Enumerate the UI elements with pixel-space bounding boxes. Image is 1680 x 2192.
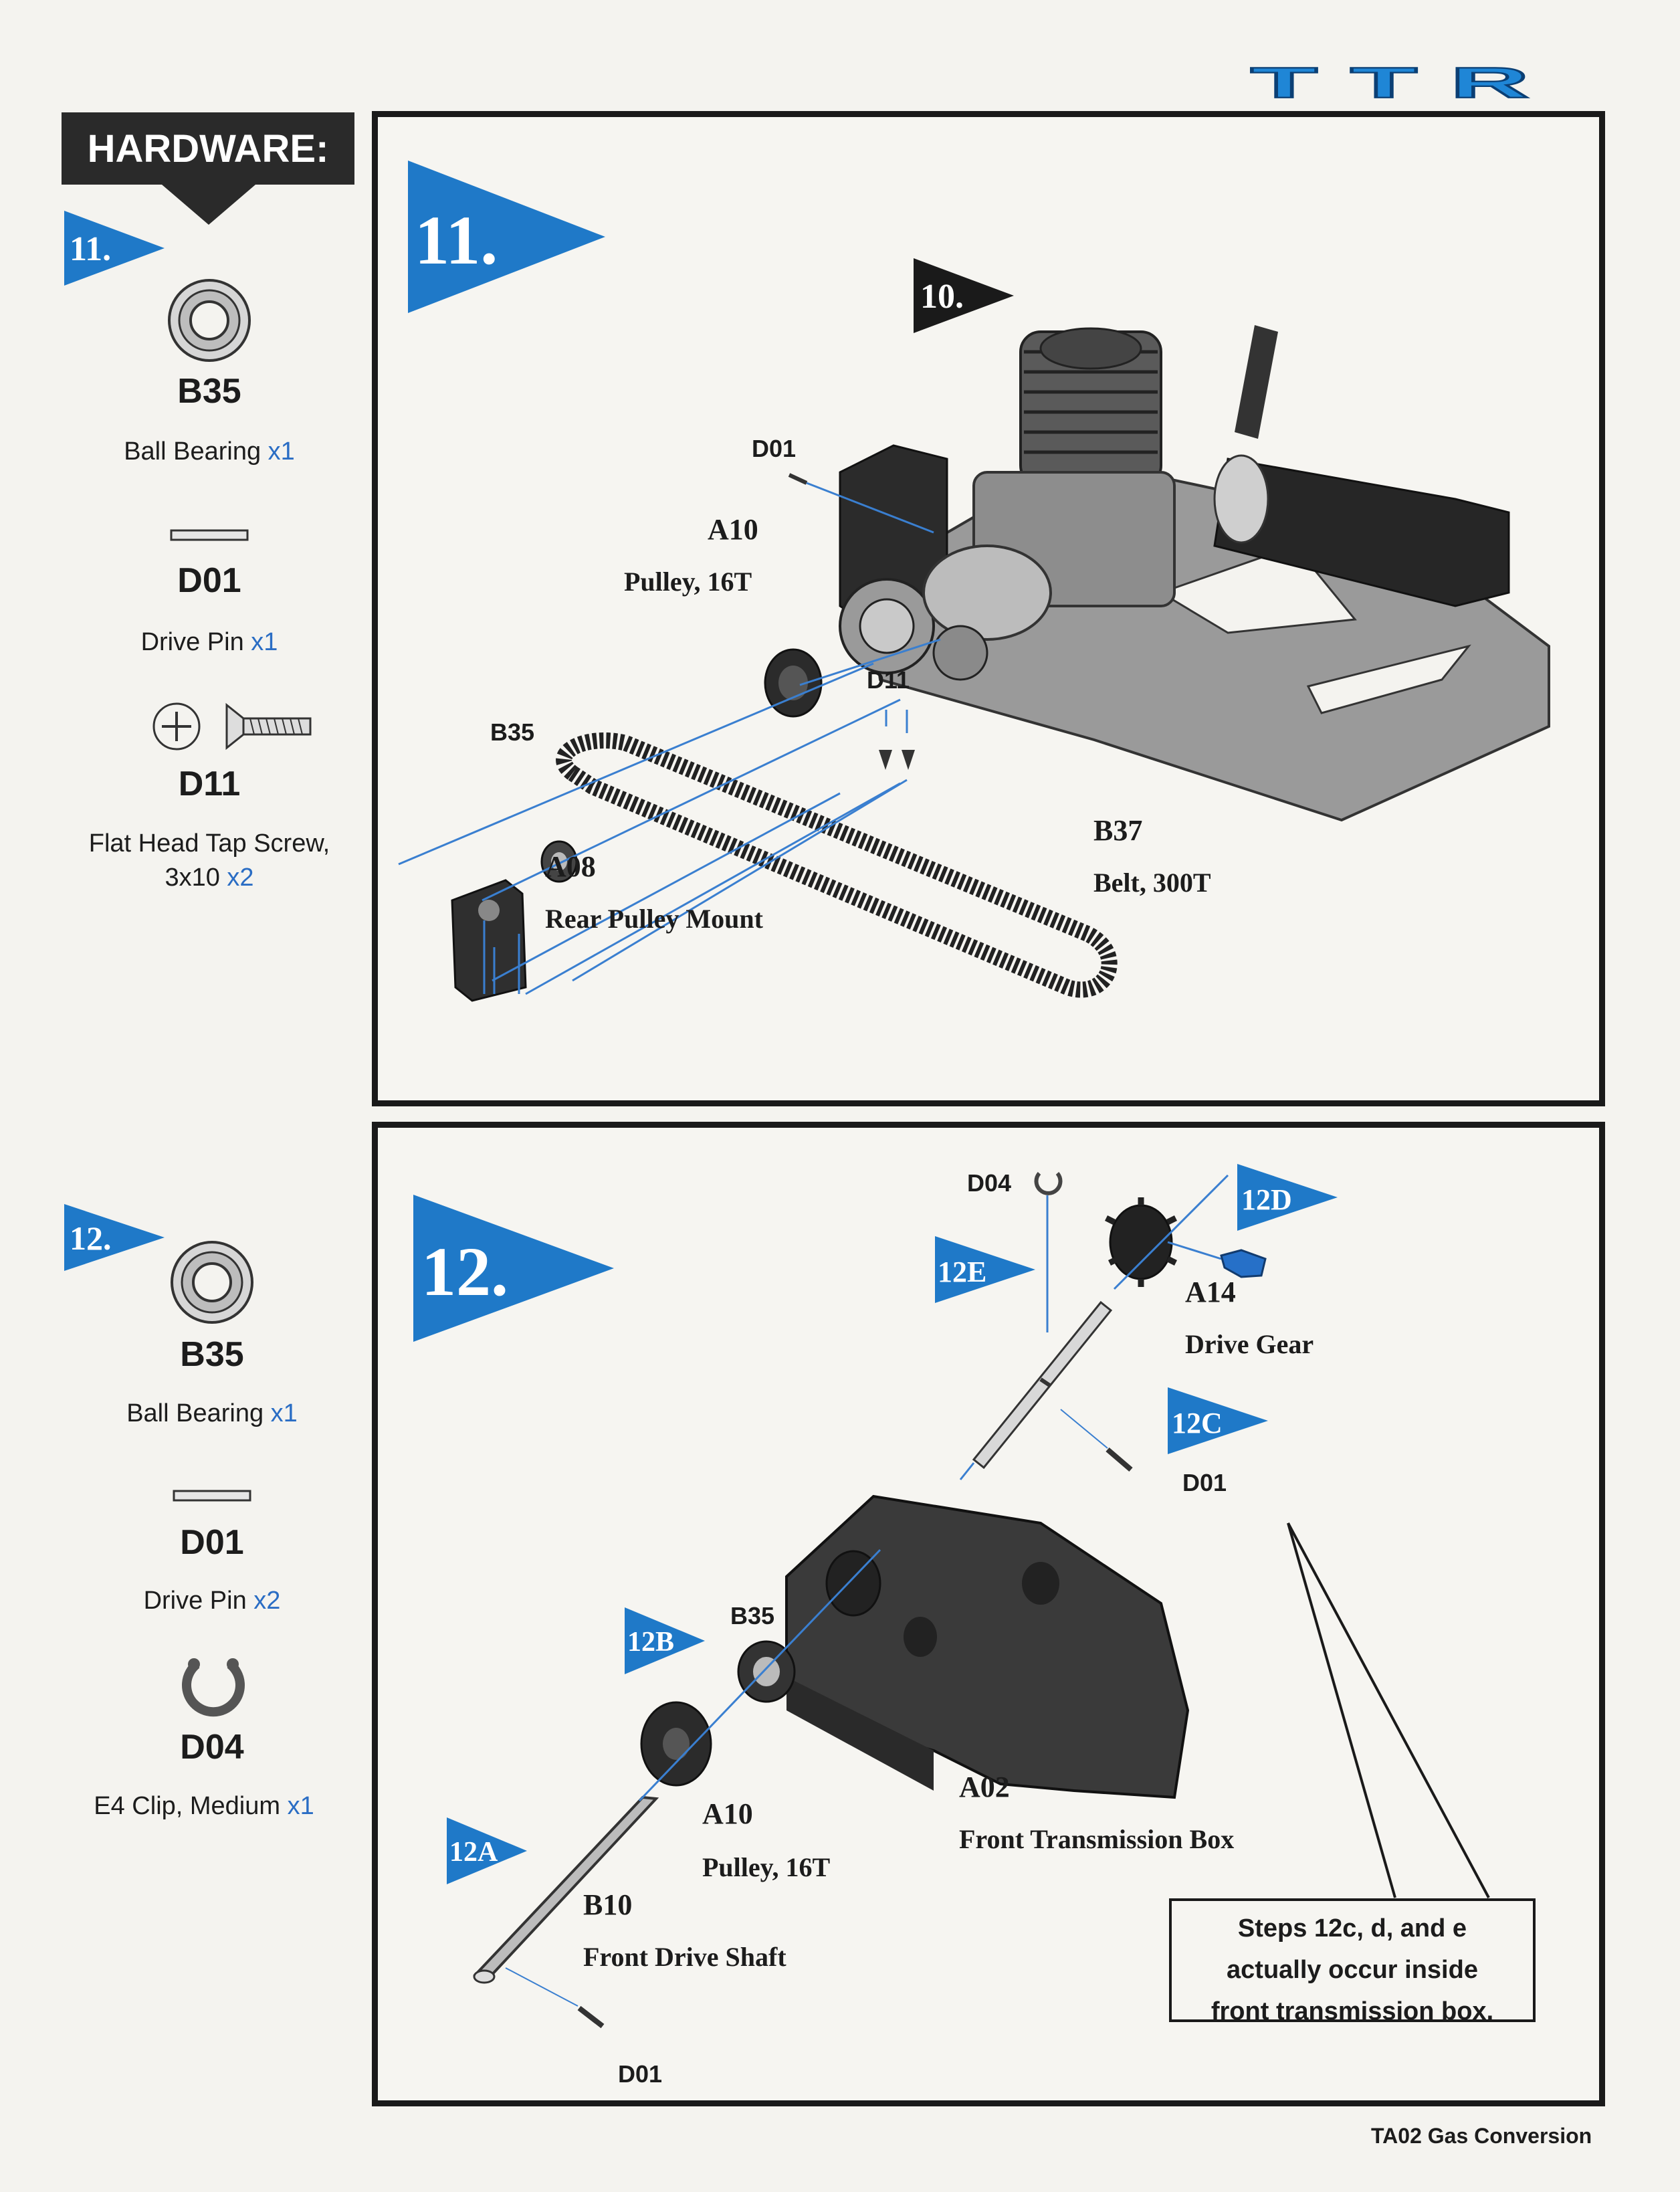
step-12a-flag: 12A [447,1817,527,1884]
step12-a14-code: A14 [1185,1276,1236,1308]
ball-bearing-icon [168,279,251,362]
sidebar-11-flag: 11. [64,211,165,286]
note-line-3: front transmission box. [1211,1997,1494,2025]
step11-a10-code: A10 [708,513,758,546]
step12-d01-bottom-label: D01 [618,2060,663,2088]
flat-head-screw-icon [152,702,312,751]
step11-a08-code: A08 [545,850,596,883]
step12-b35-label: B35 [730,1602,775,1629]
step-10-reference-flag: 10. [914,258,1014,333]
step11-a10-name: Pulley, 16T [624,567,752,597]
step-12b-flag: 12B [625,1607,705,1674]
step12-a10-code: A10 [702,1797,753,1830]
hw11-d01-name: Drive Pin x1 [140,628,278,656]
step12-b10-code: B10 [583,1888,633,1921]
step12-a02-name: Front Transmission Box [959,1824,1235,1854]
hw12-d04-code: D04 [180,1728,244,1767]
note-box: Steps 12c, d, and e actually occur insid… [1169,1898,1536,2025]
step-11-illustration [398,325,1550,1002]
hardware-chevron [162,185,255,225]
step11-d11-label: D11 [867,666,910,694]
step-12-flag: 12. [413,1195,614,1342]
footer-title: TA02 Gas Conversion [1371,2124,1592,2148]
step12-a02-code: A02 [959,1771,1010,1803]
drive-pin-icon [173,1490,251,1502]
ball-bearing-icon [171,1241,253,1324]
sidebar-12-flag: 12. [64,1204,165,1271]
step-11-flag: 11. [408,161,605,313]
step11-d01-label: D01 [752,435,797,462]
hw12-d04-name: E4 Clip, Medium x1 [94,1792,314,1820]
ttr-logo: TTR [1249,59,1562,107]
step11-b37-code: B37 [1093,814,1143,847]
note-line-2: actually occur inside [1227,1956,1478,1984]
step11-b35-label: B35 [490,718,535,746]
hw12-d01-name: Drive Pin x2 [143,1587,281,1615]
hw11-d11-name: Flat Head Tap Screw, 3x10 x2 [88,829,330,892]
drive-pin-icon [170,529,249,541]
step11-b37-name: Belt, 300T [1093,868,1211,898]
step12-a10-name: Pulley, 16T [702,1852,831,1882]
e-clip-icon [182,1658,245,1717]
step-12e-flag: 12E [935,1236,1035,1303]
step-12d-flag: 12D [1237,1164,1338,1231]
step-12c-flag: 12C [1168,1387,1268,1454]
step11-a08-name: Rear Pulley Mount [545,904,763,934]
hw11-b35-code: B35 [177,372,241,411]
hw11-d01-code: D01 [177,561,241,600]
hw11-b35-name: Ball Bearing x1 [124,437,295,466]
hw12-b35-name: Ball Bearing x1 [126,1399,298,1427]
step12-d04-label: D04 [967,1169,1012,1197]
hardware-title: HARDWARE: [62,112,354,185]
step-12-illustration [473,1172,1490,2029]
step12-d01-top-label: D01 [1182,1469,1227,1496]
hw12-b35-code: B35 [180,1335,244,1374]
note-line-1: Steps 12c, d, and e [1237,1914,1467,1942]
hw12-d01-code: D01 [180,1523,244,1562]
step12-b10-name: Front Drive Shaft [583,1942,786,1972]
step12-a14-name: Drive Gear [1185,1329,1314,1359]
hw11-d11-code: D11 [178,765,241,803]
